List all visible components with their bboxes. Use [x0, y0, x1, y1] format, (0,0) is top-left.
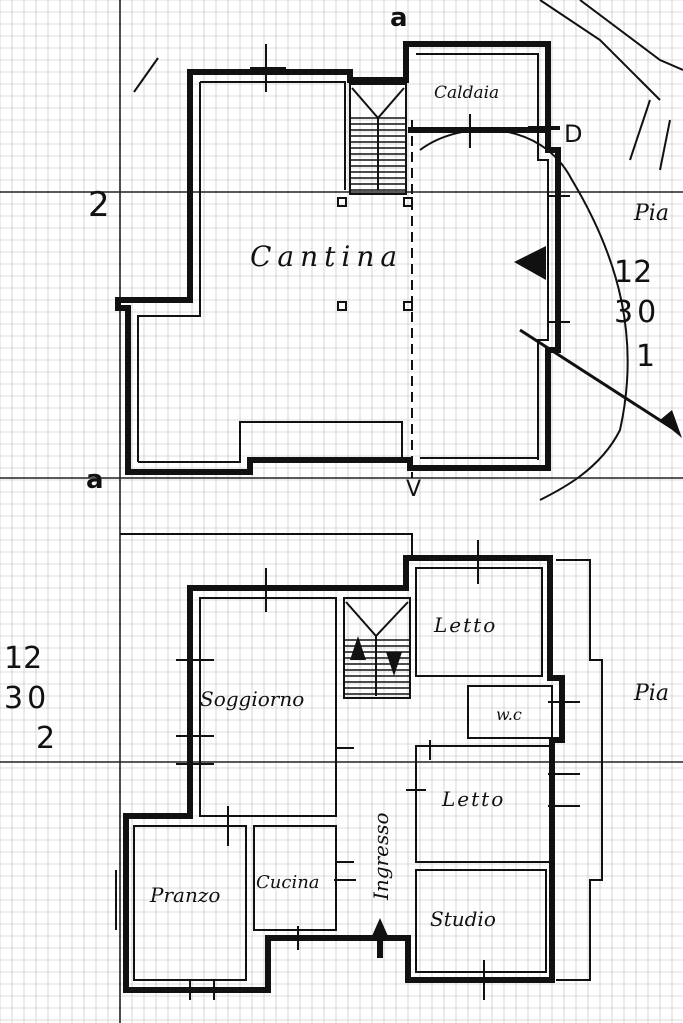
north-slash	[133, 57, 159, 93]
room-label-letto-top: Letto	[433, 613, 497, 637]
room-label-letto-mid: Letto	[441, 787, 505, 811]
ground-stair	[343, 597, 411, 699]
section-number-left: 2	[88, 185, 110, 225]
sheet-ref-line1: 12	[614, 255, 652, 290]
section-marker-top: a	[390, 3, 408, 33]
room-label-caldaia: Caldaia	[434, 83, 499, 103]
entrance-arrow-head	[372, 918, 388, 936]
property-line	[120, 533, 413, 558]
room-label-studio: Studio	[430, 907, 496, 931]
sheet-ref-ground-line2: 30	[4, 681, 50, 716]
direction-arrow-head	[660, 410, 682, 438]
side-text-ground: Pia	[633, 681, 669, 706]
room-label-ingresso: Ingresso	[369, 812, 393, 901]
sheet-ref-ground-line1: 12	[4, 641, 42, 676]
room-label-pranzo: Pranzo	[149, 883, 220, 907]
pillar	[337, 301, 347, 311]
ground-inner-wall	[133, 567, 553, 981]
room-label-soggiorno: Soggiorno	[200, 687, 304, 711]
site-lines	[539, 0, 683, 171]
window-ticks	[250, 44, 570, 323]
sheet-ref-line2: 30	[614, 295, 660, 330]
sheet-ref-line3: 1	[636, 339, 655, 374]
window-marker	[514, 246, 546, 280]
ground-outer-wall	[123, 555, 565, 993]
section-marker-bottom: V	[406, 477, 421, 502]
section-marker-left: a	[86, 465, 104, 495]
basement-inner-wall	[137, 53, 549, 463]
basement-stair	[349, 83, 407, 195]
room-label-wc: w.c	[496, 705, 522, 724]
basement-plan: Cantina Caldaia a a 2 D V 12 30 1 Pia	[86, 0, 683, 502]
window-door-ticks	[115, 540, 580, 1000]
sheet-ref-ground-line3: 2	[36, 721, 55, 756]
annotation-curve	[419, 128, 629, 501]
basement-outer-wall	[115, 41, 561, 475]
direction-arrow	[519, 328, 673, 430]
pillar	[337, 197, 347, 207]
room-label-cantina: Cantina	[250, 240, 403, 273]
ground-terrace-band	[556, 559, 603, 981]
side-text-basement: Pia	[633, 201, 669, 226]
ground-floor-plan: Soggiorno Pranzo Cucina Ingresso Letto w…	[4, 533, 669, 1000]
room-label-cucina: Cucina	[256, 872, 320, 893]
section-marker-d: D	[564, 120, 582, 148]
